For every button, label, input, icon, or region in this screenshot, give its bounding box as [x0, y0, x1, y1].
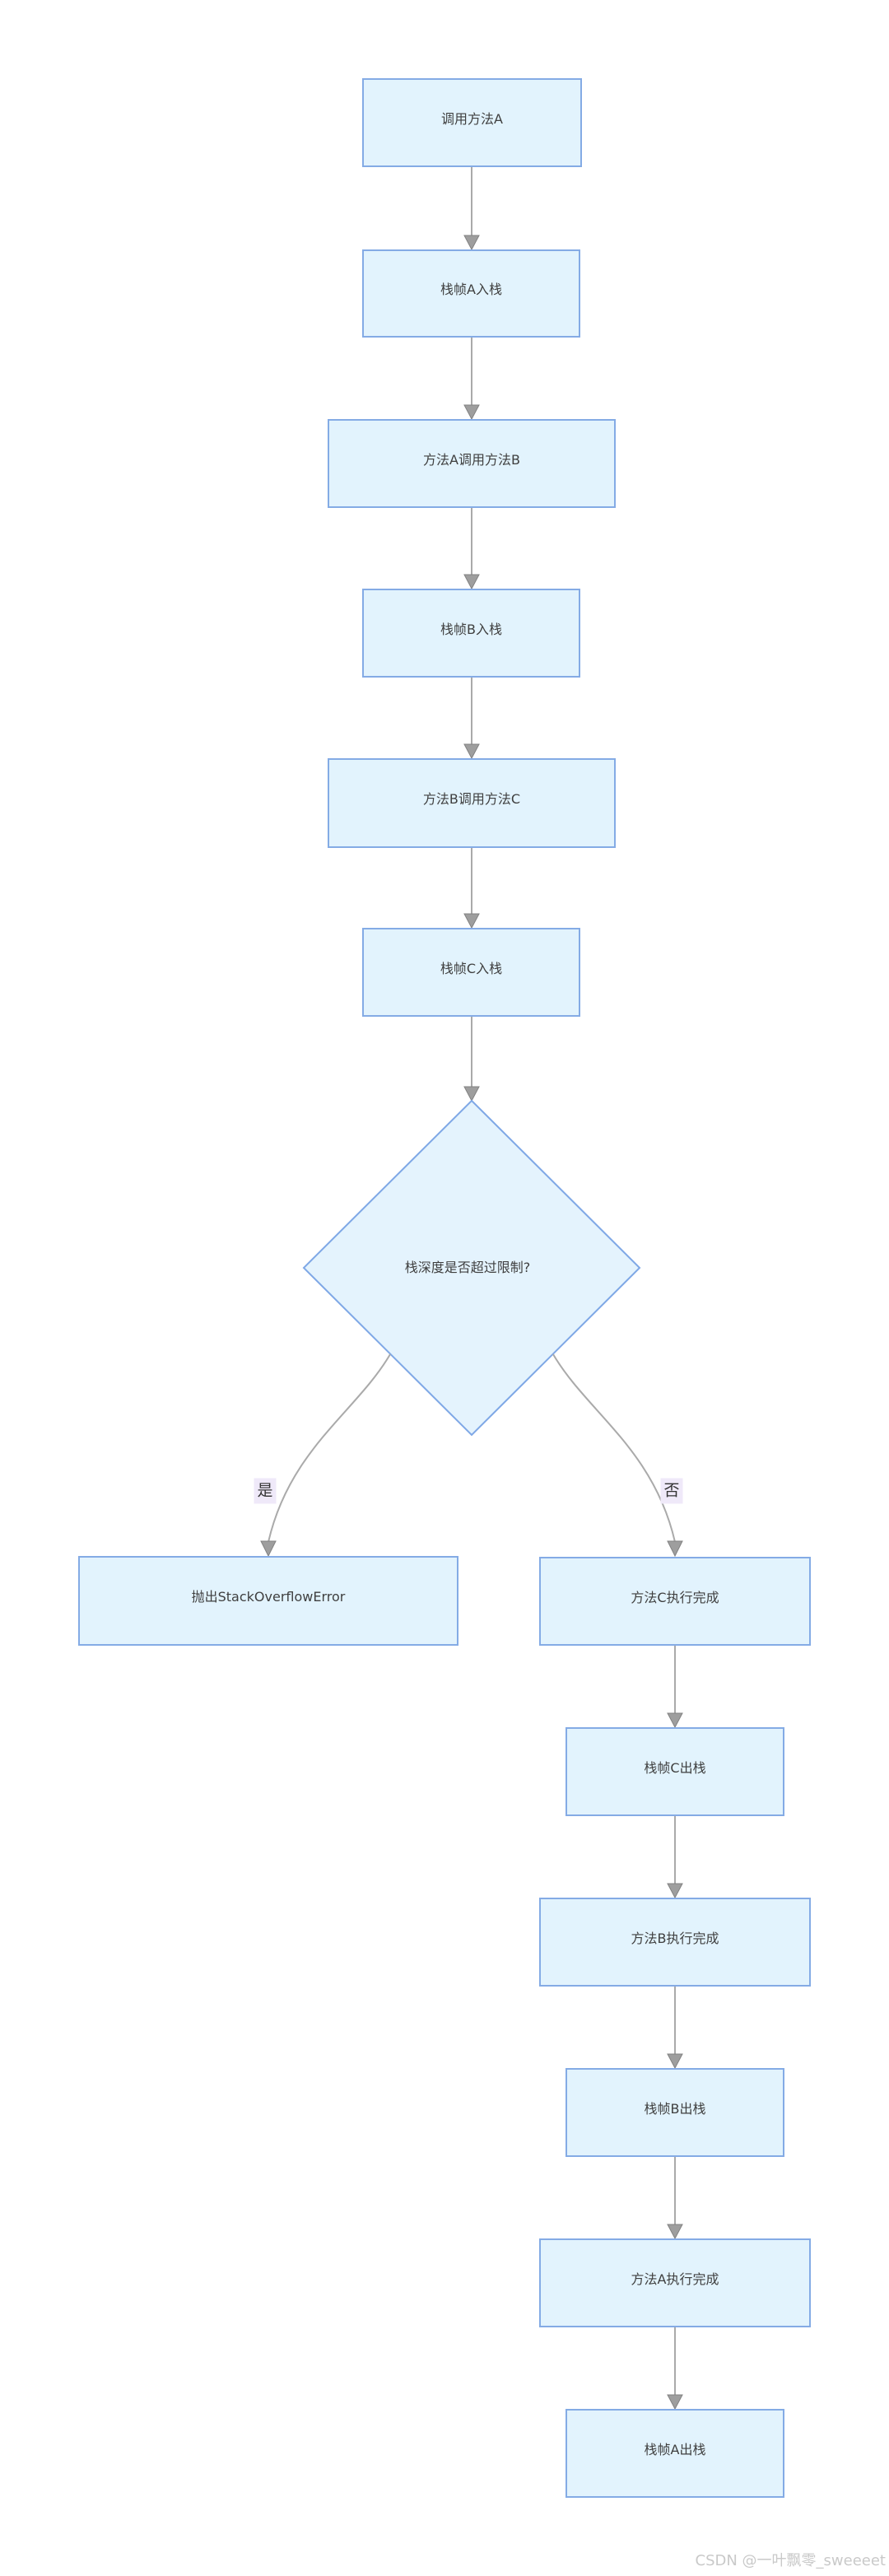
edge-a-done-to-pop-a: [667, 2327, 683, 2411]
node-b-done: 方法B执行完成: [539, 1898, 811, 1987]
edge-pop-b-to-a-done: [667, 2157, 683, 2240]
edge-label-no: 否: [660, 1478, 683, 1504]
edge-decision-yes-to-throw: [260, 1353, 391, 1558]
node-pop-frame-c: 栈帧C出栈: [566, 1727, 784, 1816]
node-a-done: 方法A执行完成: [539, 2238, 811, 2327]
node-c-done: 方法C执行完成: [539, 1557, 811, 1646]
node-throw-stackoverflowerror: 抛出StackOverflowError: [78, 1556, 458, 1646]
node-push-frame-c: 栈帧C入栈: [362, 928, 580, 1017]
edge-push-b-to-b-calls-c: [463, 678, 480, 760]
edge-label-yes: 是: [254, 1478, 277, 1504]
decision-label: 栈深度是否超过限制?: [404, 1260, 531, 1275]
node-call-method-a: 调用方法A: [362, 78, 582, 167]
csdn-watermark: CSDN @一叶飘零_sweeeet: [695, 2552, 887, 2569]
edge-c-done-to-pop-c: [667, 1646, 683, 1729]
edge-call-a-to-push-a: [463, 167, 480, 251]
node-b-calls-c: 方法B调用方法C: [328, 758, 616, 848]
node-push-frame-b: 栈帧B入栈: [362, 589, 580, 678]
edge-pop-c-to-b-done: [667, 1816, 683, 1899]
edge-decision-no-to-c-done: [552, 1353, 683, 1558]
node-pop-frame-a: 栈帧A出栈: [566, 2409, 784, 2498]
node-push-frame-a: 栈帧A入栈: [362, 249, 580, 338]
edge-b-done-to-pop-b: [667, 1987, 683, 2070]
edge-push-c-to-decision: [463, 1017, 480, 1102]
node-a-calls-b: 方法A调用方法B: [328, 419, 616, 508]
edge-b-calls-c-to-push-c: [463, 848, 480, 929]
decision-diamond-shape: [302, 1099, 641, 1437]
edge-push-a-to-a-calls-b: [463, 338, 480, 421]
node-pop-frame-b: 栈帧B出栈: [566, 2068, 784, 2157]
edge-a-calls-b-to-push-b: [463, 508, 480, 590]
